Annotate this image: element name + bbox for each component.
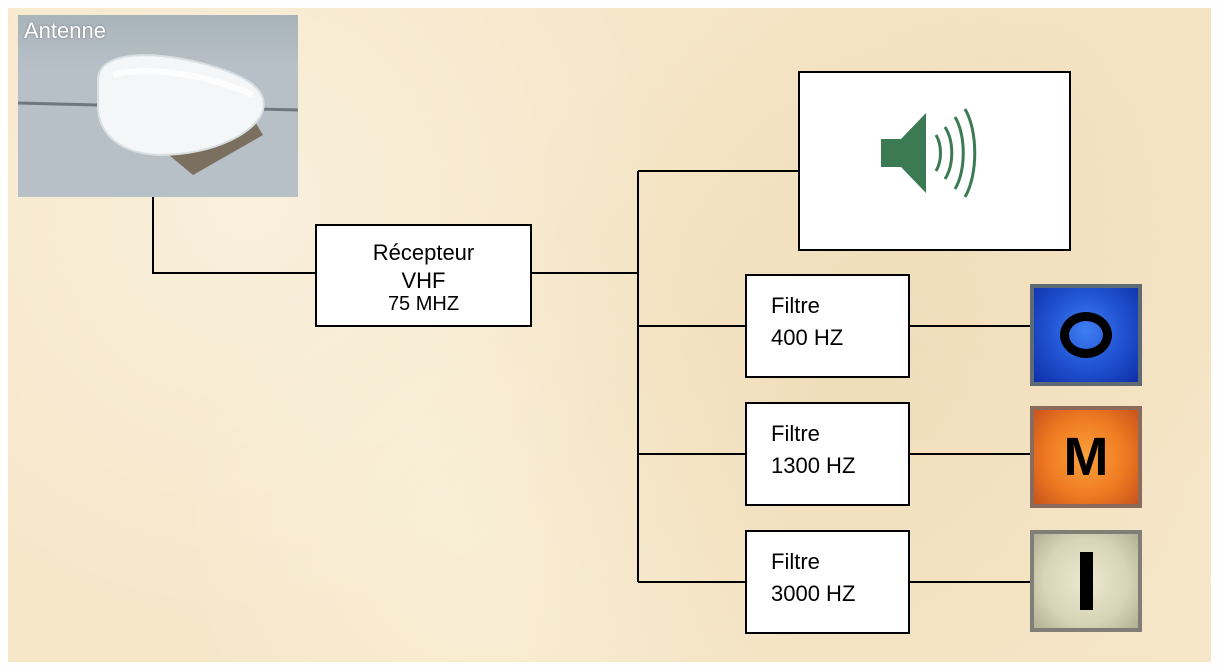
inner-marker-face — [1034, 534, 1138, 628]
filter-3000-frequency: 3000 HZ — [771, 581, 855, 607]
outer-marker-o-glyph — [1060, 312, 1112, 358]
outer-marker-face — [1034, 288, 1138, 382]
middle-marker-face: M — [1034, 410, 1138, 504]
filter-400-box: Filtre 400 HZ — [745, 274, 910, 378]
receiver-title: Récepteur — [317, 240, 530, 266]
outer-marker-light — [1030, 284, 1142, 386]
filter-400-title: Filtre — [771, 293, 820, 319]
filter-1300-title: Filtre — [771, 421, 820, 447]
speaker-icon — [800, 73, 1069, 249]
filter-1300-box: Filtre 1300 HZ — [745, 402, 910, 506]
receiver-band: VHF — [317, 268, 530, 294]
middle-marker-letter: M — [1064, 426, 1109, 488]
receiver-box: Récepteur VHF 75 MHZ — [315, 224, 532, 327]
filter-3000-box: Filtre 3000 HZ — [745, 530, 910, 634]
inner-marker-i-glyph — [1080, 552, 1093, 610]
antenna-label: Antenne — [24, 18, 106, 44]
receiver-frequency: 75 MHZ — [317, 293, 530, 316]
filter-1300-frequency: 1300 HZ — [771, 453, 855, 479]
filter-3000-title: Filtre — [771, 549, 820, 575]
middle-marker-light: M — [1030, 406, 1142, 508]
antenna-photo: Antenne — [18, 15, 298, 197]
filter-400-frequency: 400 HZ — [771, 325, 843, 351]
inner-marker-light — [1030, 530, 1142, 632]
speaker-box — [798, 71, 1071, 251]
antenna-to-receiver-line — [153, 197, 315, 273]
